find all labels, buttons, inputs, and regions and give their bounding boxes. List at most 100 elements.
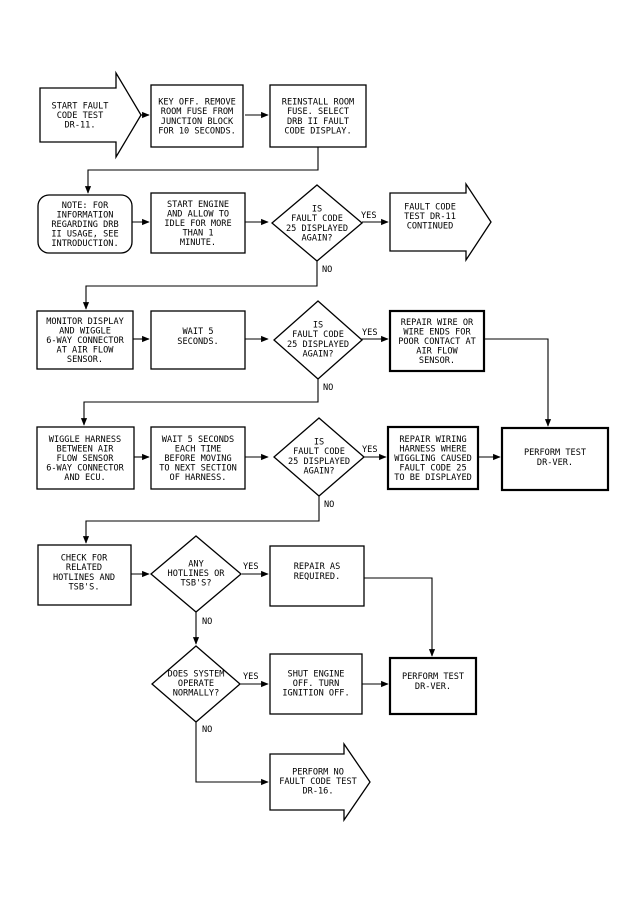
node-text-line: SENSOR. [67,355,103,365]
perform-no-fault-code-test-arrow [269,741,371,823]
node-text-line: CODE DISPLAY. [284,126,351,136]
yes-label: YES [362,445,378,455]
decision-3-diamond [273,417,365,497]
node-text-line: RELATED [66,563,102,573]
decision-4-diamond [149,535,243,613]
node-text-line: IGNITION OFF. [282,689,349,699]
yes-label: YES [361,211,377,221]
node-text-line: FLOW SENSOR [57,454,115,464]
connector [82,261,318,310]
check-hotlines-box [37,544,132,606]
node-text-line: START FAULT [52,101,109,111]
decision-1-diamond [270,184,364,262]
node-text-line: FAULT CODE [292,330,344,340]
connector [80,379,319,426]
node-text-line: CODE TEST [57,111,104,121]
node-text-line: TO BE DISPLAYED [394,473,472,483]
decision-5-diamond [151,645,241,723]
node-text-line: REGARDING DRB [51,220,118,230]
node-text-line: TEST DR-11 [404,212,456,222]
no-label: NO [323,383,333,393]
node-text-line: MONITOR DISPLAY [46,317,124,327]
node-text-line: START ENGINE [167,200,229,210]
node-text-line: IS [314,438,324,448]
key-off-box [150,84,244,148]
node-text-line: CONTINUED [407,222,454,232]
node-text-line: IS [313,321,323,331]
node-text-line: TSB'S? [180,579,211,589]
node-text-line: FAULT CODE [293,447,345,457]
node-text-line: AGAIN? [303,466,334,476]
node-text-line: 6-WAY CONNECTOR [46,464,124,474]
repair-wiring-harness-box [386,425,480,491]
node-text-line: WIGGLE HARNESS [49,435,121,445]
shut-engine-box [269,653,363,715]
no-label: NO [322,265,332,275]
node-text-line: IS [312,205,322,215]
monitor-display-box [36,310,134,370]
node-text-line: FUSE. SELECT [287,107,349,117]
node-text-line: REPAIR AS [294,562,341,572]
node-text-line: DR-16. [302,787,333,797]
node-text-line: KEY OFF. REMOVE [158,98,236,108]
node-text-line: FAULT CODE 25 [399,464,466,474]
no-label: NO [324,500,334,510]
yes-label: YES [243,672,259,682]
decision-2-diamond [273,300,363,380]
node-text-line: SENSOR. [419,356,455,366]
node-text-line: REPAIR WIRE OR [401,318,474,328]
node-text-line: BETWEEN AIR [57,444,115,454]
node-text-line: WIRE ENDS FOR [403,327,471,337]
node-text-line: DR-VER. [537,458,573,468]
node-text-line: OFF. TURN [293,679,340,689]
node-text-line: WIGGLING CAUSED [394,454,472,464]
no-label: NO [202,617,212,627]
node-text-line: PERFORM TEST [402,672,464,682]
node-text-line: NORMALLY? [173,689,220,699]
node-text-line: 25 DISPLAYED [286,224,348,234]
node-text-line: REINSTALL ROOM [282,98,354,108]
node-text-line: AIR FLOW [416,347,458,357]
node-text-line: WAIT 5 SECONDS [162,435,234,445]
node-text-line: NOTE: FOR [62,201,109,211]
connector [484,338,552,427]
wiggle-harness-box [36,426,135,490]
node-text-line: INTRODUCTION. [51,239,118,249]
node-text-line: ANY [188,559,204,569]
node-text-line: FAULT CODE [404,202,456,212]
node-text-line: 25 DISPLAYED [287,340,349,350]
node-text-line: PERFORM NO [292,767,344,777]
node-text-line: INFORMATION [57,210,114,220]
node-text-line: EACH TIME [175,444,222,454]
node-text-line: DR-11. [64,121,95,131]
perform-test-dr-ver-box-2 [388,656,478,716]
node-text-line: AGAIN? [301,233,332,243]
perform-test-dr-ver-box-1 [500,426,610,492]
node-text-line: MINUTE. [180,238,216,248]
node-text-line: AGAIN? [302,349,333,359]
connector [82,496,320,544]
node-text-line: AT AIR FLOW [57,346,115,356]
node-text-line: POOR CONTACT AT [398,337,476,347]
node-text-line: JUNCTION BLOCK [161,117,234,127]
node-text-line: II USAGE, SEE [51,230,118,240]
note-box [37,194,133,254]
